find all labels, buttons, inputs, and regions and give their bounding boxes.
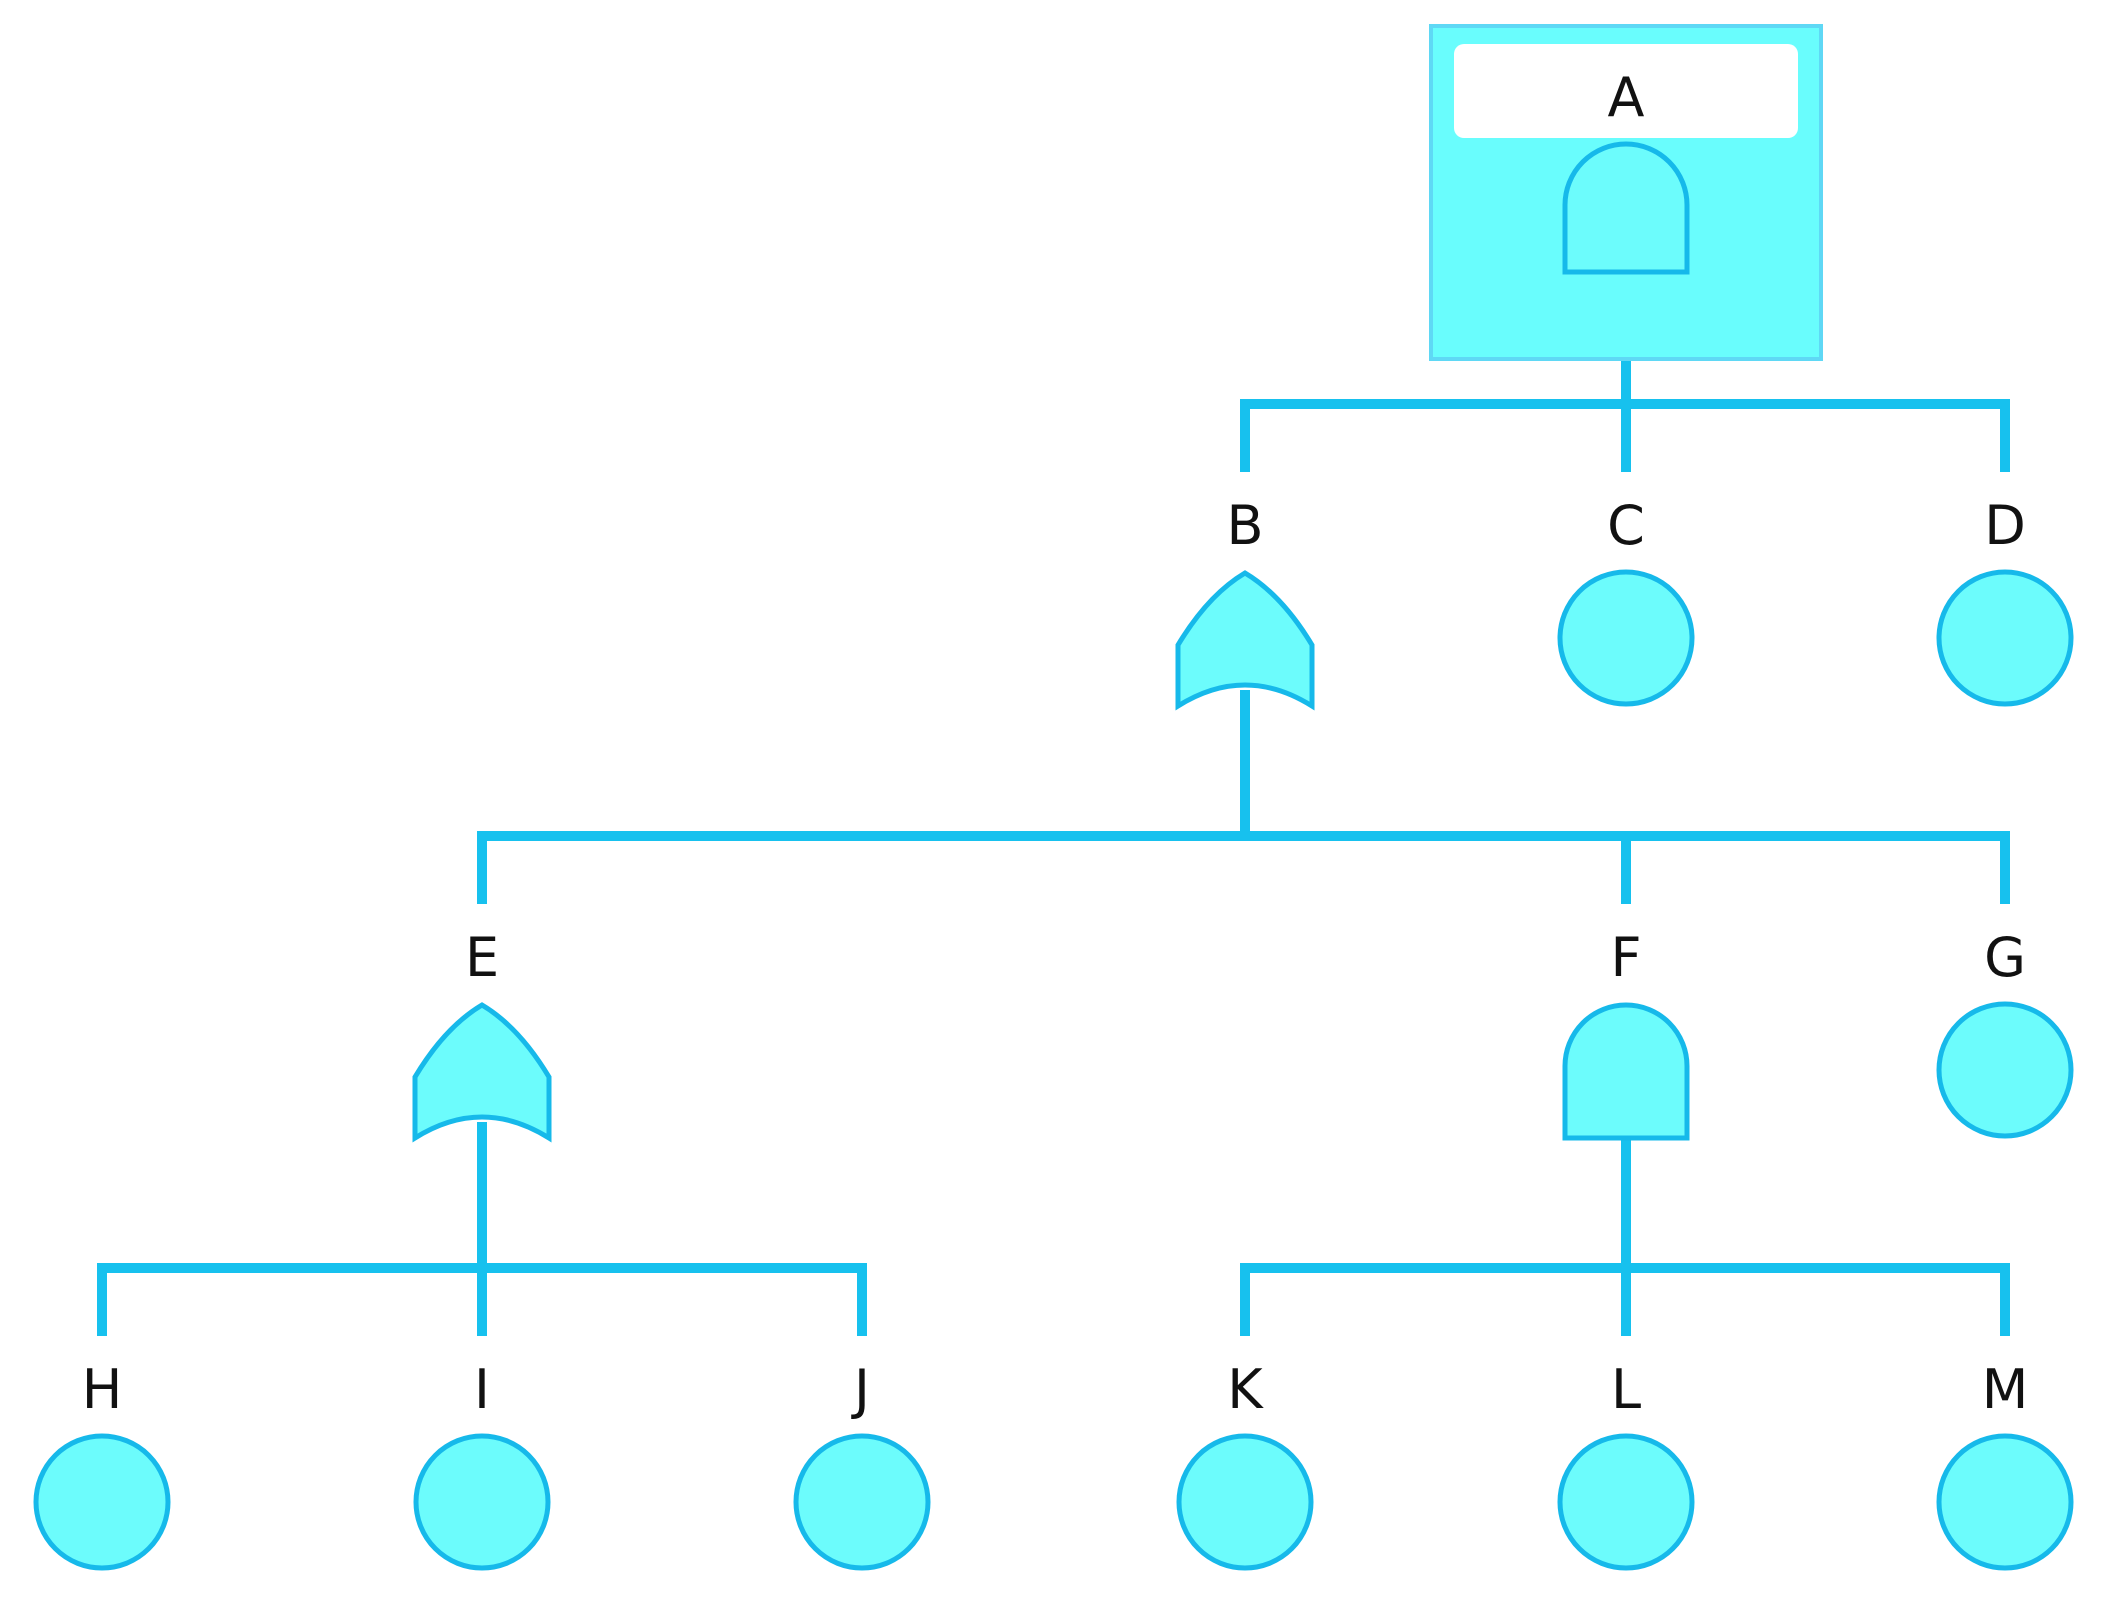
basic-event-icon — [33, 1433, 171, 1571]
connector-lines — [97, 272, 2010, 1336]
basic-event-j[interactable]: J — [793, 1358, 931, 1571]
top-event-a[interactable]: A — [1429, 24, 1823, 361]
basic-event-icon — [1936, 1001, 2074, 1139]
or-gate-icon — [412, 1002, 552, 1143]
gate-e[interactable]: E — [412, 926, 552, 1143]
basic-event-l[interactable]: L — [1557, 1358, 1695, 1571]
basic-event-m[interactable]: M — [1936, 1358, 2074, 1571]
node-label-d: D — [1984, 494, 2026, 557]
node-label-g: G — [1984, 926, 2026, 989]
basic-event-k[interactable]: K — [1176, 1358, 1314, 1571]
basic-event-i[interactable]: I — [413, 1358, 551, 1571]
basic-event-icon — [1557, 1433, 1695, 1571]
node-label-f: F — [1610, 926, 1641, 989]
basic-event-d[interactable]: D — [1936, 494, 2074, 707]
node-label-k: K — [1227, 1358, 1264, 1421]
basic-event-h[interactable]: H — [33, 1358, 171, 1571]
gate-f[interactable]: F — [1562, 926, 1690, 1141]
node-label-m: M — [1982, 1358, 2029, 1421]
node-label-c: C — [1607, 494, 1645, 557]
node-label-e: E — [465, 926, 499, 989]
gate-b[interactable]: B — [1175, 494, 1315, 711]
basic-event-icon — [1557, 569, 1695, 707]
node-label-l: L — [1611, 1358, 1641, 1421]
basic-event-icon — [793, 1433, 931, 1571]
basic-event-icon — [1936, 1433, 2074, 1571]
basic-event-icon — [1936, 569, 2074, 707]
node-label-i: I — [474, 1358, 490, 1421]
basic-event-icon — [413, 1433, 551, 1571]
node-label-h: H — [82, 1358, 123, 1421]
basic-event-icon — [1176, 1433, 1314, 1571]
top-event-label-box — [1454, 44, 1798, 138]
and-gate-icon — [1562, 1002, 1690, 1141]
node-label-a: A — [1608, 66, 1645, 129]
basic-event-c[interactable]: C — [1557, 494, 1695, 707]
or-gate-icon — [1175, 570, 1315, 711]
basic-event-g[interactable]: G — [1936, 926, 2074, 1139]
and-gate-icon — [1562, 141, 1690, 275]
node-label-j: J — [851, 1358, 870, 1421]
node-label-b: B — [1226, 494, 1263, 557]
